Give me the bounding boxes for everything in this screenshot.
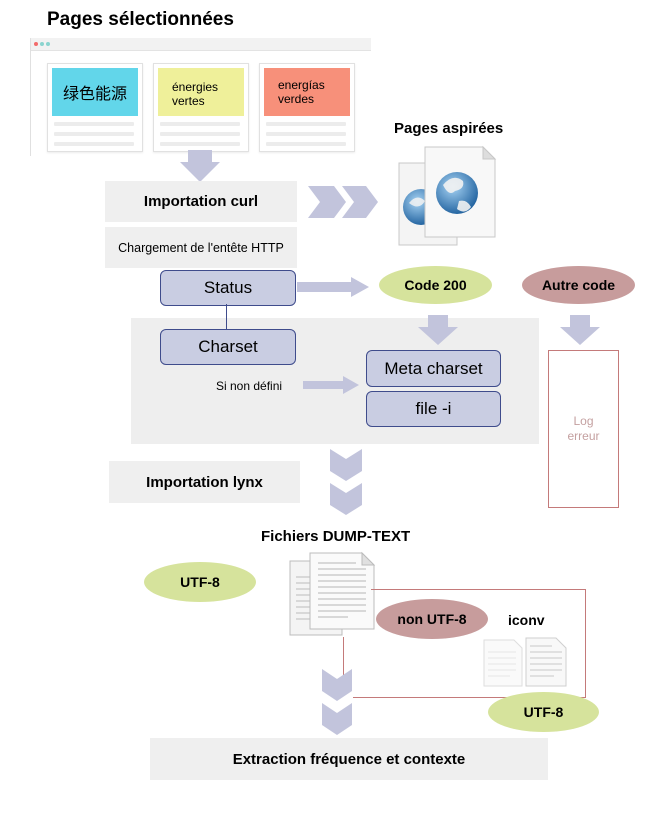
card-line [54, 122, 134, 126]
http-header-box: Chargement de l'entête HTTP [105, 227, 297, 268]
card-line [54, 142, 134, 146]
globe-document-icon [398, 145, 497, 246]
extraction-box: Extraction fréquence et contexte [150, 738, 548, 780]
fetched-pages-title: Pages aspirées [394, 120, 504, 137]
window-dot-icon [40, 42, 44, 46]
charset-pill: Charset [160, 329, 296, 365]
down-arrow-icon [180, 150, 220, 182]
card-line [160, 132, 240, 136]
log-error-label: Log erreur [567, 414, 600, 443]
double-chevron-down-icon [322, 669, 352, 735]
document-stack-icon [483, 637, 567, 687]
window-dot-icon [34, 42, 38, 46]
http-header-label: Chargement de l'entête HTTP [118, 240, 284, 255]
import-lynx-box: Importation lynx [109, 461, 300, 503]
card-label: énergies vertes [172, 80, 219, 108]
page-card-chinese: 绿色能源 [47, 63, 143, 152]
page-title: Pages sélectionnées [47, 9, 234, 30]
iconv-label: iconv [508, 612, 545, 628]
connector-line [371, 589, 586, 590]
down-arrow-icon [560, 315, 600, 345]
window-dot-icon [46, 42, 50, 46]
if-undefined-label: Si non défini [216, 379, 283, 393]
page-card-spanish: energías verdes [259, 63, 355, 152]
card-header: energías verdes [264, 68, 350, 116]
utf8-converted-ellipse: UTF-8 [488, 692, 599, 732]
card-line [160, 142, 240, 146]
non-utf8-ellipse: non UTF-8 [376, 599, 488, 639]
double-chevron-down-icon [330, 449, 362, 515]
status-pill: Status [160, 270, 296, 306]
connector-line [226, 304, 227, 329]
log-error-box: Log erreur [548, 350, 619, 508]
down-arrow-icon [418, 315, 458, 345]
right-arrow-icon [297, 277, 369, 297]
card-label: energías verdes [278, 78, 325, 106]
file-i-pill: file -i [366, 391, 501, 427]
right-arrow-icon [303, 376, 359, 394]
document-stack-icon [289, 551, 376, 636]
card-label: 绿色能源 [62, 84, 127, 103]
card-line [54, 132, 134, 136]
browser-toolbar [31, 38, 371, 51]
dump-text-title: Fichiers DUMP-TEXT [261, 528, 411, 545]
utf8-ellipse: UTF-8 [144, 562, 256, 602]
code-200-ellipse: Code 200 [379, 266, 492, 304]
card-line [160, 122, 240, 126]
page-card-french: énergies vertes [153, 63, 249, 152]
import-curl-box: Importation curl [105, 181, 297, 222]
card-line [266, 132, 346, 136]
card-header: énergies vertes [158, 68, 244, 116]
meta-charset-pill: Meta charset [366, 350, 501, 387]
connector-line [585, 589, 586, 697]
connector-line [353, 697, 586, 698]
connector-line [343, 637, 344, 677]
chevron-arrows-icon [308, 186, 378, 218]
card-line [266, 122, 346, 126]
browser-frame [30, 38, 371, 156]
card-line [266, 142, 346, 146]
other-code-ellipse: Autre code [522, 266, 635, 304]
card-header: 绿色能源 [52, 68, 138, 116]
